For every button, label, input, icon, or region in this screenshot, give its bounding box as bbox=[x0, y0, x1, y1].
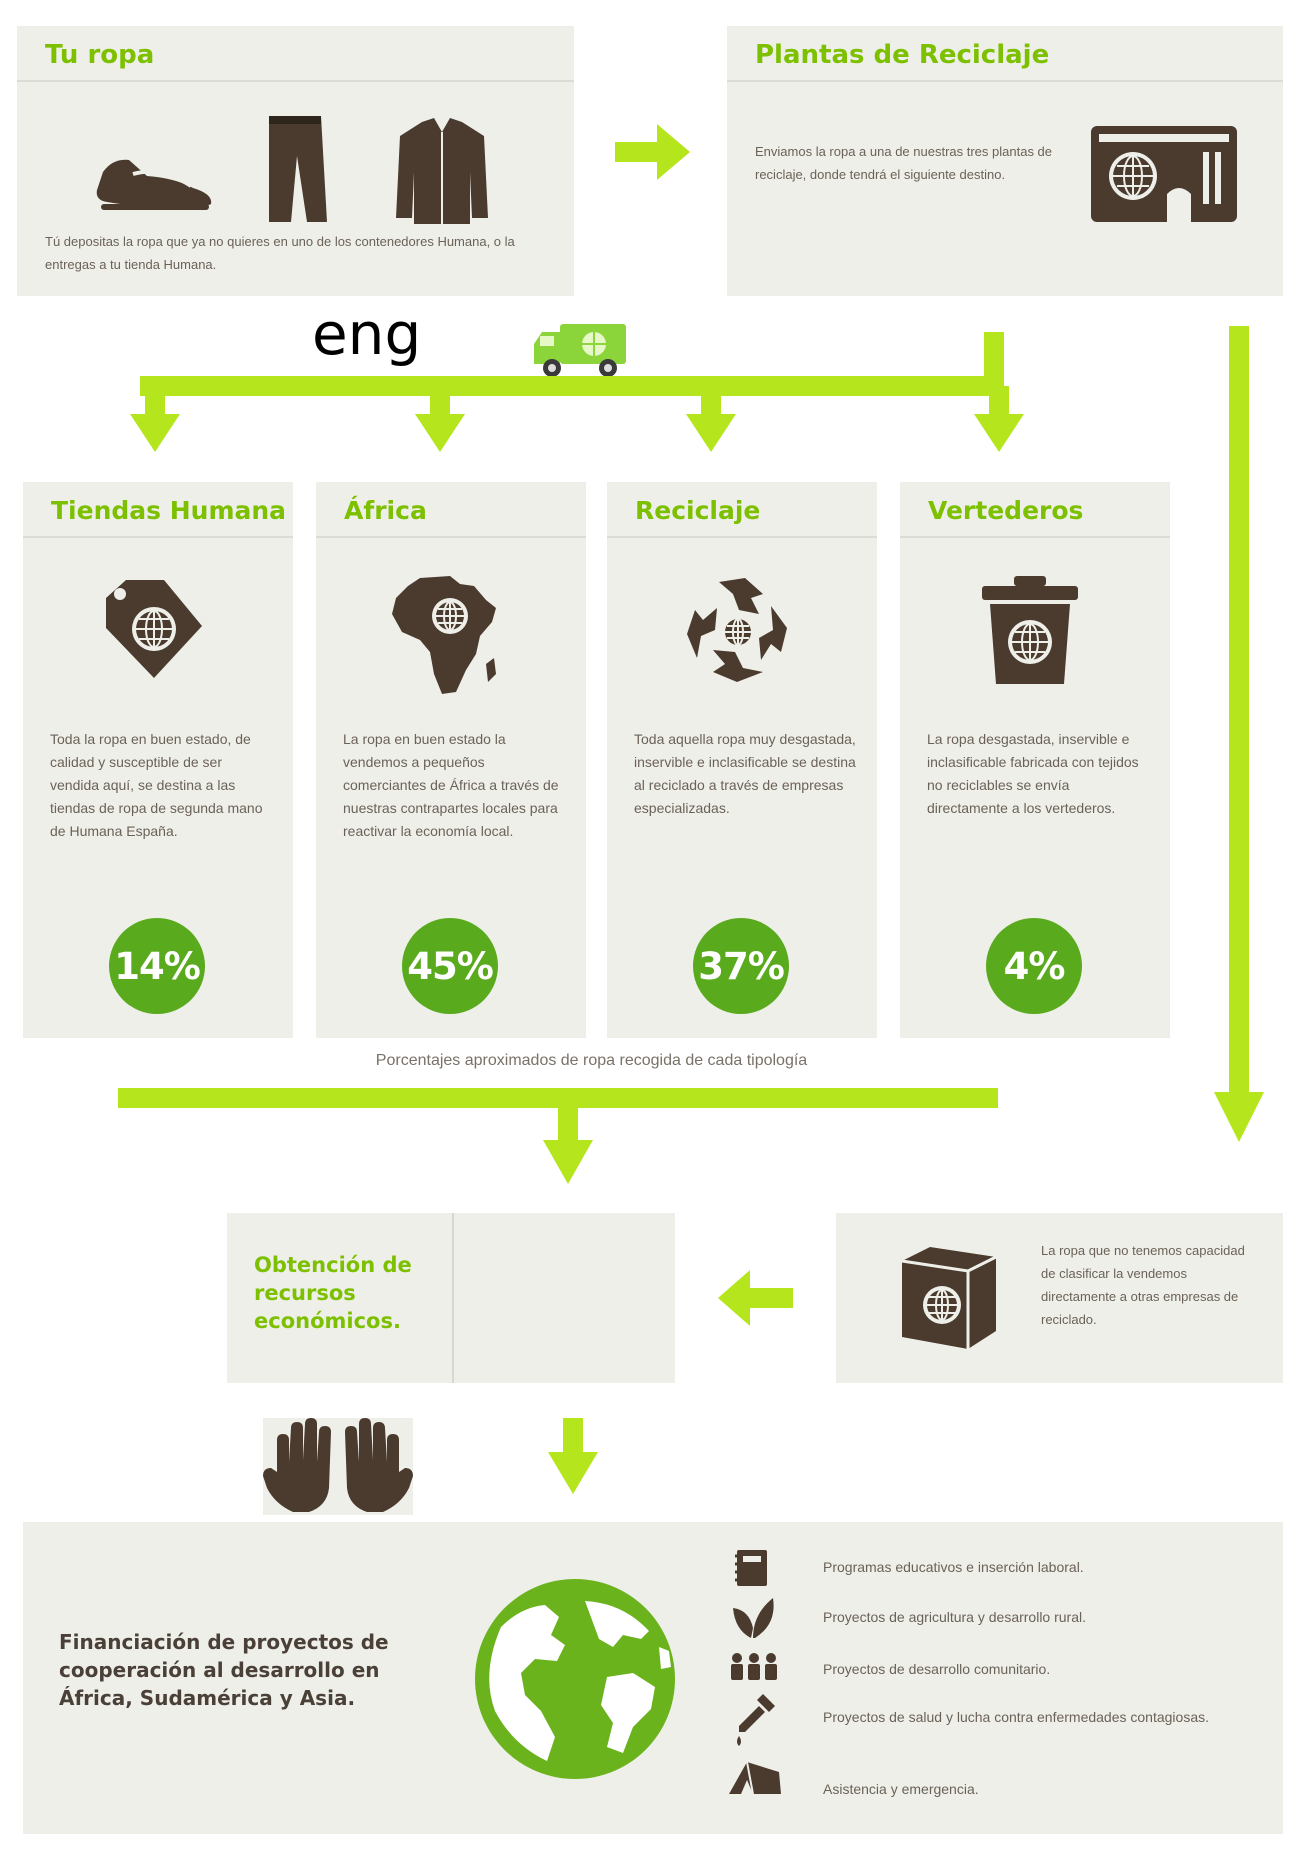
destination-card-vertederos: Vertederos La ropa desgastada, inservibl… bbox=[900, 482, 1170, 1038]
percent-circle: 4% bbox=[986, 918, 1082, 1014]
tu-ropa-panel: Tu ropa Tú depositas la ropa que ya no q… bbox=[17, 26, 574, 296]
percent-circle: 45% bbox=[402, 918, 498, 1014]
overlay-label: eng bbox=[312, 300, 422, 368]
destination-card-tiendas: Tiendas Humana Toda la ropa en buen esta… bbox=[23, 482, 293, 1038]
destination-title: Vertederos bbox=[900, 482, 1170, 538]
dropper-icon bbox=[737, 1694, 775, 1746]
destination-text: Toda la ropa en buen estado, de calidad … bbox=[50, 731, 263, 839]
shoe-icon bbox=[96, 159, 212, 210]
tu-ropa-text: Tú depositas la ropa que ya no quieres e… bbox=[45, 234, 515, 272]
globe-icon bbox=[475, 1579, 675, 1779]
branch-arrow-1 bbox=[130, 386, 180, 452]
percent-caption: Porcentajes aproximados de ropa recogida… bbox=[375, 1052, 808, 1069]
financiacion-title: Financiación de proyectos de cooperación… bbox=[59, 1630, 389, 1710]
trash-bin-icon bbox=[982, 576, 1078, 684]
destination-title: África bbox=[316, 482, 586, 538]
project-item-text: Programas educativos e inserción laboral… bbox=[823, 1559, 1084, 1575]
project-item-text: Asistencia y emergencia. bbox=[823, 1781, 979, 1797]
leaf-icon bbox=[733, 1598, 774, 1638]
obtencion-divider bbox=[452, 1213, 454, 1383]
book-icon bbox=[735, 1550, 767, 1586]
financiacion-panel: Financiación de proyectos de cooperación… bbox=[23, 1522, 1283, 1834]
plantas-title: Plantas de Reciclaje bbox=[727, 26, 1283, 82]
destination-text: La ropa en buen estado la vendemos a peq… bbox=[343, 731, 559, 839]
destination-title: Tiendas Humana bbox=[23, 482, 293, 538]
recycle-arrows-icon bbox=[687, 578, 787, 682]
branch-arrow-2 bbox=[415, 386, 465, 452]
recycling-plant-icon bbox=[1091, 126, 1237, 222]
destination-text: Toda aquella ropa muy desgastada, inserv… bbox=[634, 731, 856, 816]
project-item-text: Proyectos de desarrollo comunitario. bbox=[823, 1661, 1051, 1677]
obtencion-panel: Obtención de recursos económicos. bbox=[227, 1213, 675, 1383]
price-tag-icon bbox=[106, 580, 202, 678]
arrow-right-top bbox=[615, 124, 690, 180]
destination-card-reciclaje: Reciclaje Toda aquella ropa muy desgasta… bbox=[607, 482, 877, 1038]
box-panel: La ropa que no tenemos capacidad de clas… bbox=[836, 1213, 1283, 1383]
percent-circle: 14% bbox=[109, 918, 205, 1014]
right-long-arrow bbox=[1214, 326, 1264, 1142]
destination-text: La ropa desgastada, inservible e inclasi… bbox=[927, 731, 1139, 816]
branch-vertical-from-plantas bbox=[984, 332, 1004, 396]
branch-arrow-3 bbox=[686, 386, 736, 452]
destination-title: Reciclaje bbox=[607, 482, 877, 538]
tu-ropa-title: Tu ropa bbox=[17, 26, 574, 82]
truck-icon bbox=[534, 324, 626, 377]
jacket-icon bbox=[396, 118, 488, 224]
hands-icon bbox=[263, 1418, 413, 1515]
box-icon bbox=[901, 1247, 997, 1349]
project-item-text: Proyectos de agricultura y desarrollo ru… bbox=[823, 1609, 1087, 1625]
box-panel-text: La ropa que no tenemos capacidad de clas… bbox=[1041, 1243, 1245, 1327]
destination-card-africa: África La ropa en buen estado la vendemo… bbox=[316, 482, 586, 1038]
branch-arrow-4 bbox=[974, 386, 1024, 452]
arrow-left-middle bbox=[718, 1270, 793, 1326]
down-arrow-bottom bbox=[548, 1418, 598, 1494]
obtencion-title: Obtención de recursos económicos. bbox=[254, 1253, 412, 1333]
plantas-panel: Plantas de Reciclaje Enviamos la ropa a … bbox=[727, 26, 1283, 296]
percent-circle: 37% bbox=[693, 918, 789, 1014]
people-icon bbox=[731, 1653, 777, 1680]
africa-map-icon bbox=[392, 576, 496, 694]
trousers-icon bbox=[269, 116, 327, 222]
branch-horizontal-bar bbox=[140, 376, 1004, 396]
project-item-text: Proyectos de salud y lucha contra enferm… bbox=[823, 1709, 1210, 1725]
plantas-text: Enviamos la ropa a una de nuestras tres … bbox=[755, 144, 1053, 182]
merge-down-arrow bbox=[543, 1098, 593, 1184]
tent-icon bbox=[729, 1761, 781, 1795]
